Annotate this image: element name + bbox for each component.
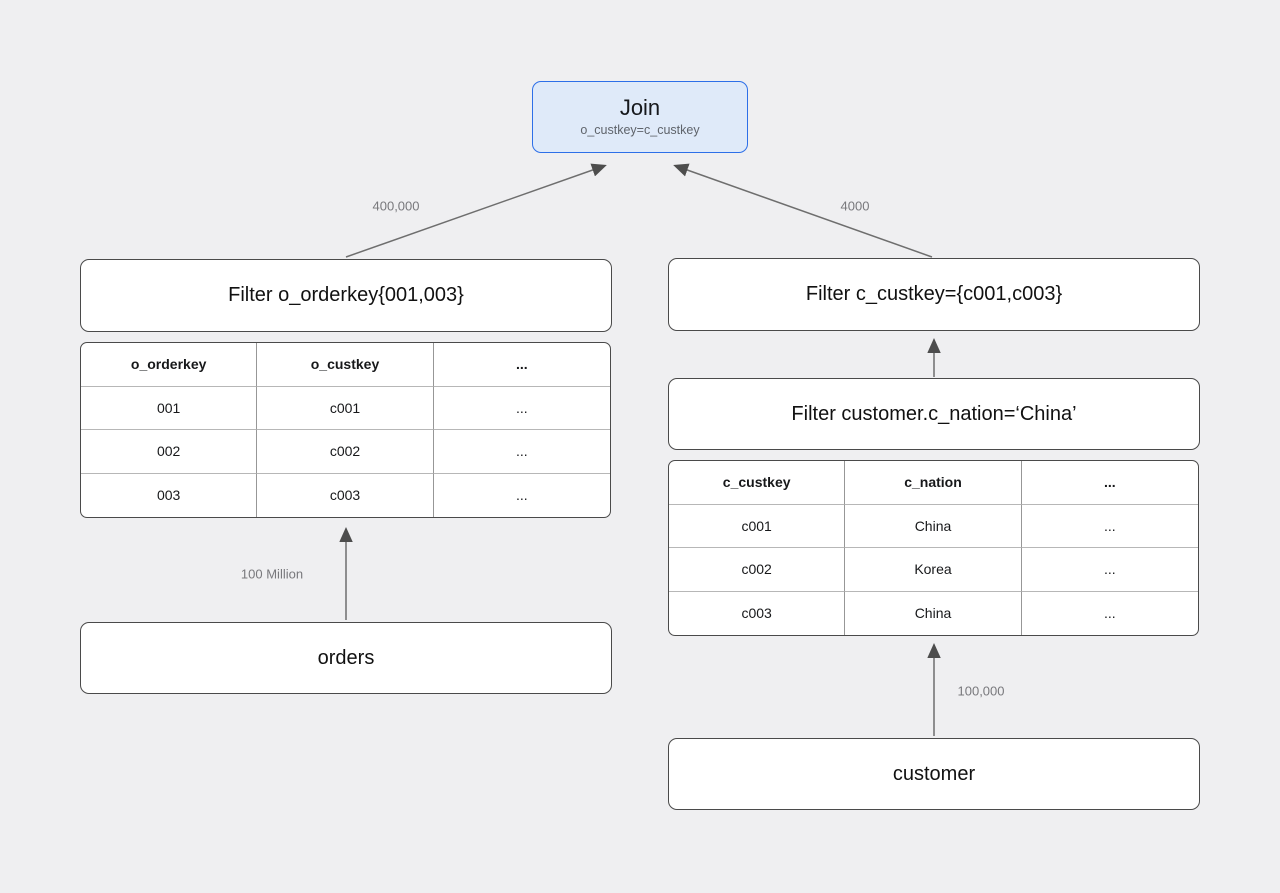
edge-label-customer-row-count: 100,000 <box>957 683 1005 699</box>
customer-table-cell: ... <box>1103 605 1116 622</box>
customer-table-cell: c003 <box>669 591 846 635</box>
orders-table-cell: 001 <box>81 386 258 430</box>
customer-table-header-cell: ... <box>1021 461 1198 505</box>
nation-filter-node: Filter customer.c_nation=‘China’ <box>668 378 1200 450</box>
left-orderkey-filter-label: Filter o_orderkey{001,003} <box>228 284 464 306</box>
customer-table-cell: ... <box>1021 505 1198 548</box>
edge-label-right-rows-to-join: 4000 <box>840 198 870 214</box>
orders-table: o_orderkey o_custkey ... 001 c001 ... 00… <box>80 342 611 518</box>
orders-table-cell: 003 <box>81 473 258 517</box>
orders-table-cell: 002 <box>81 430 258 474</box>
join-node: Join o_custkey=c_custkey <box>532 81 748 153</box>
orders-table-cell: ... <box>433 387 610 430</box>
customer-table-cell: c002 <box>669 548 846 592</box>
customer-table: c_custkey c_nation ... c001 China ... c0… <box>668 460 1199 636</box>
custkey-filter-node: Filter c_custkey={c001,c003} <box>668 258 1200 331</box>
edge-right-filter-to-join-arrow <box>673 163 933 258</box>
customer-table-cell: China <box>845 504 1022 548</box>
orders-table-header-cell: ... <box>433 343 610 387</box>
customer-table-header-cell: c_nation <box>845 461 1022 505</box>
join-node-title: Join <box>619 95 661 121</box>
edge-label-left-rows-to-join: 400,000 <box>372 198 420 214</box>
left-orderkey-filter-node: Filter o_orderkey{001,003} <box>80 259 612 332</box>
edge-label-orders-row-count: 100 Million <box>240 566 304 582</box>
customer-table-cell: ... <box>1021 548 1198 592</box>
orders-table-cell: c003 <box>257 473 434 517</box>
orders-source-node: orders <box>80 622 612 694</box>
customer-table-header-cell: c_custkey <box>669 461 846 505</box>
orders-table-cell: c002 <box>257 430 434 474</box>
orders-table-cell: c001 <box>257 386 434 430</box>
customer-table-cell: c001 <box>669 504 846 548</box>
nation-filter-label: Filter customer.c_nation=‘China’ <box>791 402 1077 425</box>
orders-table-cell: ... <box>515 487 528 504</box>
orders-table-header-cell: o_orderkey <box>81 343 258 387</box>
customer-source-label: customer <box>892 762 976 785</box>
customer-table-cell: Korea <box>845 548 1022 592</box>
customer-table-cell: China <box>845 591 1022 635</box>
orders-table-cell: ... <box>433 430 610 474</box>
custkey-filter-label: Filter c_custkey={c001,c003} <box>805 283 1063 305</box>
customer-source-node: customer <box>668 738 1200 810</box>
join-node-condition: o_custkey=c_custkey <box>580 122 700 137</box>
orders-table-header-cell: o_custkey <box>257 343 434 387</box>
orders-source-label: orders <box>317 646 375 669</box>
